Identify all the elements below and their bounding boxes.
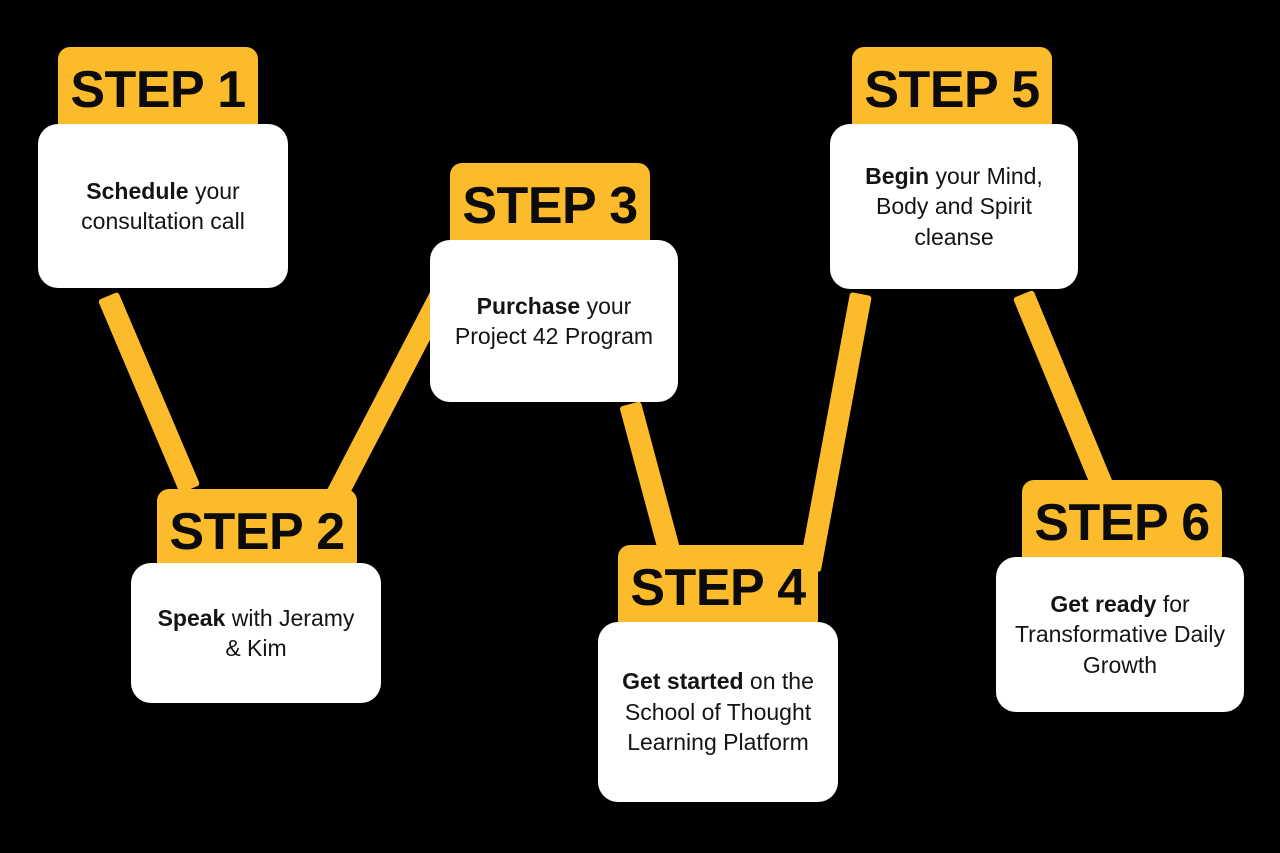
step-5-tab-label: STEP 5 — [864, 60, 1040, 119]
step-5-card-text: Begin your Mind, Body and Spirit cleanse — [844, 161, 1064, 252]
step-3-card[interactable]: Purchase your Project 42 Program — [430, 240, 678, 402]
step-1-tab[interactable]: STEP 1 — [58, 47, 258, 132]
step-6-tab[interactable]: STEP 6 — [1022, 480, 1222, 565]
step-3-card-text: Purchase your Project 42 Program — [450, 291, 658, 352]
step-4-card-text-bold: Get started — [622, 668, 744, 695]
step-6-card-text: Get ready for Transformative Daily Growt… — [1010, 589, 1230, 680]
step-4-tab[interactable]: STEP 4 — [618, 545, 818, 630]
step-2-card-text-rest: with Jeramy & Kim — [225, 604, 355, 661]
step-6-card-text-bold: Get ready — [1050, 590, 1157, 617]
step-6-tab-label: STEP 6 — [1034, 493, 1210, 552]
step-4-tab-label: STEP 4 — [630, 558, 806, 617]
step-5-card-text-rest: your Mind, Body and Spirit cleanse — [876, 162, 1043, 250]
step-3-tab-label: STEP 3 — [462, 176, 638, 235]
step-3-tab[interactable]: STEP 3 — [450, 163, 650, 248]
step-6-card-text-rest: for Transformative Daily Growth — [1014, 590, 1226, 678]
step-1-tab-label: STEP 1 — [70, 60, 246, 119]
connector-step3-step4 — [619, 401, 684, 568]
step-1-card-text: Schedule your consultation call — [58, 176, 268, 237]
connector-step1-step2 — [97, 291, 201, 494]
step-2-card-text: Speak with Jeramy & Kim — [151, 603, 361, 664]
step-5-card[interactable]: Begin your Mind, Body and Spirit cleanse — [830, 124, 1078, 289]
step-1-card-text-rest: your consultation call — [81, 177, 245, 234]
step-4-card-text-rest: on the School of Thought Learning Platfo… — [624, 668, 814, 756]
step-2-card[interactable]: Speak with Jeramy & Kim — [131, 563, 381, 703]
step-3-card-text-bold: Purchase — [476, 292, 581, 319]
step-5-tab[interactable]: STEP 5 — [852, 47, 1052, 132]
step-2-tab-label: STEP 2 — [169, 502, 345, 561]
step-2-tab[interactable]: STEP 2 — [157, 489, 357, 574]
step-1-card-text-bold: Schedule — [86, 177, 189, 204]
step-4-card-text: Get started on the School of Thought Lea… — [612, 666, 824, 757]
step-4-card[interactable]: Get started on the School of Thought Lea… — [598, 622, 838, 802]
step-5-card-text-bold: Begin — [865, 162, 930, 189]
step-2-card-text-bold: Speak — [157, 604, 226, 631]
step-3-card-text-rest: your Project 42 Program — [454, 292, 654, 349]
step-1-card[interactable]: Schedule your consultation call — [38, 124, 288, 288]
connector-step5-step4 — [798, 291, 872, 573]
step-6-card[interactable]: Get ready for Transformative Daily Growt… — [996, 557, 1244, 712]
